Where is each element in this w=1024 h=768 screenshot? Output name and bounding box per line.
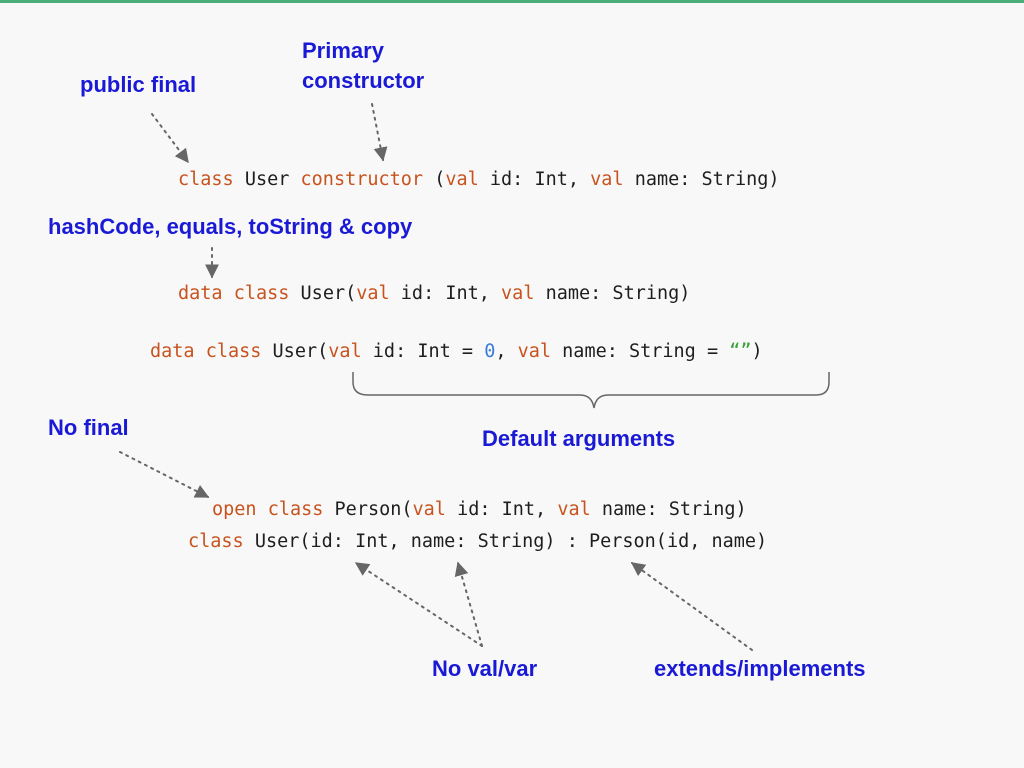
arrow-extends (630, 562, 753, 651)
arrow-primary-constructor (371, 103, 388, 162)
keyword-val: val (356, 283, 390, 304)
code-text: name: String) (534, 283, 691, 304)
keyword-class: class (267, 499, 324, 520)
label-public-final: public final (80, 72, 197, 97)
code-text: User( (289, 283, 357, 304)
keyword-data: data (150, 341, 195, 362)
code-text: name: String) (623, 169, 780, 190)
label-primary: Primary (302, 38, 384, 63)
keyword-val: val (328, 341, 362, 362)
string-literal: “” (729, 341, 752, 362)
code-text: name: String = (551, 341, 730, 362)
label-no-final: No final (48, 415, 129, 440)
keyword-data: data (178, 283, 223, 304)
code-text: id: Int, (445, 499, 558, 520)
keyword-constructor: constructor (300, 169, 424, 190)
label-default-arguments: Default arguments (482, 426, 676, 451)
label-no-val-var: No val/var (432, 656, 538, 681)
keyword-class: class (178, 169, 234, 190)
keyword-val: val (517, 341, 552, 362)
code-line-open-class: open class Person(val id: Int, val name:… (212, 498, 747, 522)
keyword-val: val (412, 499, 446, 520)
top-accent-bar (0, 0, 1024, 3)
keyword-val: val (445, 169, 479, 190)
code-text: , (495, 341, 518, 362)
code-text: id: Int = (361, 341, 485, 362)
keyword-open: open (212, 499, 257, 520)
label-extends-implements: extends/implements (654, 656, 866, 681)
code-text: name: String) (590, 499, 747, 520)
number-literal: 0 (484, 341, 496, 362)
keyword-class: class (205, 341, 262, 362)
code-text: id: Int, (389, 283, 502, 304)
code-line-data-class: data class User(val id: Int, val name: S… (178, 282, 690, 306)
arrow-no-val-var-id (354, 562, 483, 647)
keyword-class: class (188, 531, 244, 552)
keyword-val: val (557, 499, 591, 520)
code-text: ( (423, 169, 446, 190)
arrow-no-final (119, 451, 210, 498)
code-text: ) (751, 341, 763, 362)
code-text: id: Int, (478, 169, 591, 190)
code-line-subclass: class User(id: Int, name: String) : Pers… (188, 530, 767, 554)
default-arguments-brace (352, 372, 830, 409)
label-hashcode: hashCode, equals, toString & copy (48, 214, 413, 239)
arrow-public-final (151, 113, 189, 164)
keyword-val: val (501, 283, 535, 304)
code-line-primary-constructor: class User constructor (val id: Int, val… (178, 168, 780, 192)
code-text: User (233, 169, 301, 190)
code-text: User(id: Int, name: String) : Person(id,… (243, 531, 768, 552)
keyword-class: class (233, 283, 290, 304)
code-line-data-class-defaults: data class User(val id: Int = 0, val nam… (150, 340, 763, 364)
arrow-no-val-var-name (454, 561, 483, 647)
code-text: Person( (323, 499, 413, 520)
label-constructor: constructor (302, 68, 425, 93)
code-text: User( (261, 341, 329, 362)
keyword-val: val (590, 169, 624, 190)
